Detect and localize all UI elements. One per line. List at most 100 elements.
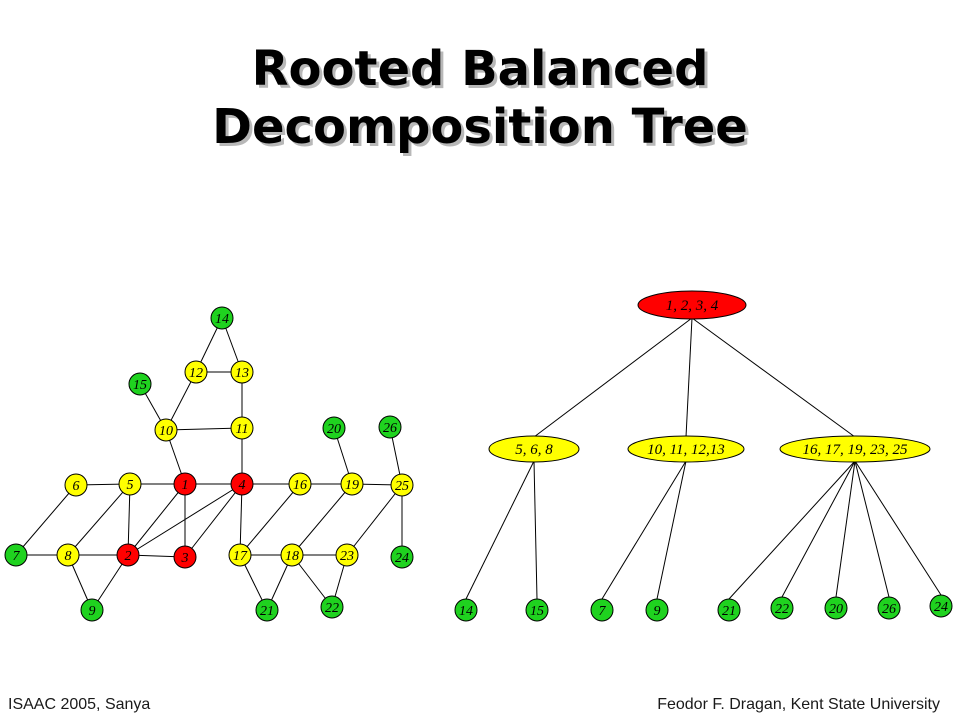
tree-leaf-label: 21 <box>722 604 736 619</box>
graph-node-circle <box>80 598 104 622</box>
graph-edge-4-3 <box>184 483 243 558</box>
tree-leaf-14: 14 <box>454 598 478 622</box>
tree-leaf-label: 24 <box>934 600 948 615</box>
tree-child-ellipse <box>627 435 745 463</box>
tree-edge-2-22 <box>781 460 856 598</box>
graph-node-label: 14 <box>215 312 229 327</box>
graph-node-label: 4 <box>239 478 246 493</box>
graph-node-label: 13 <box>235 366 249 381</box>
graph-node-label: 23 <box>340 549 354 564</box>
graph-node-circle <box>173 472 197 496</box>
tree-leaf-circle <box>590 598 614 622</box>
tree-leaf-label: 20 <box>829 602 843 617</box>
graph-node-label: 20 <box>327 422 341 437</box>
graph-node-18: 18 <box>280 543 304 567</box>
slide-title: Rooted Balanced Decomposition Tree <box>0 40 960 156</box>
tree-leaf-26: 26 <box>877 596 901 620</box>
graph-node-circle <box>64 473 88 497</box>
graph-node-3: 3 <box>173 545 197 569</box>
tree-leaf-circle <box>645 598 669 622</box>
graph-node-label: 9 <box>89 604 96 619</box>
graph-node-label: 11 <box>236 422 249 437</box>
graph-node-1: 1 <box>173 472 197 496</box>
graph-node-label: 8 <box>65 549 72 564</box>
graph-node-circle <box>228 543 252 567</box>
graph-node-19: 19 <box>340 472 364 496</box>
graph-node-label: 3 <box>181 551 189 566</box>
graph-node-circle <box>230 472 254 496</box>
graph-node-22: 22 <box>320 595 344 619</box>
graph-node-label: 19 <box>345 478 359 493</box>
graph-node-label: 7 <box>13 549 21 564</box>
graph-node-circle <box>210 306 234 330</box>
tree-edge-root-child-1 <box>685 317 693 438</box>
graph-node-16: 16 <box>288 472 312 496</box>
tree-leaf-20: 20 <box>824 596 848 620</box>
tree-edge-0-15 <box>533 460 538 600</box>
graph-node-label: 22 <box>325 601 339 616</box>
graph-node-circle <box>288 472 312 496</box>
graph-node-21: 21 <box>255 598 279 622</box>
tree-edge-2-20 <box>835 460 856 598</box>
graph-node-circle <box>280 543 304 567</box>
graph-node-circle <box>320 595 344 619</box>
graph-node-circle <box>230 416 254 440</box>
tree-edge-root-child-0 <box>533 317 693 438</box>
graph-node-circle <box>173 545 197 569</box>
tree-leaf-label: 26 <box>882 602 896 617</box>
graph-edge-10-11 <box>165 427 243 431</box>
tree-leaf-label: 14 <box>459 604 473 619</box>
footer-conference: ISAAC 2005, Sanya <box>8 696 151 713</box>
tree-leaf-label: 15 <box>530 604 544 619</box>
graph-node-8: 8 <box>56 543 80 567</box>
tree-child-node-0: 5, 6, 8 <box>488 435 580 463</box>
graph-node-circle <box>390 545 414 569</box>
tree-leaf-7: 7 <box>590 598 614 622</box>
tree-leaf-circle <box>824 596 848 620</box>
tree-leaf-label: 9 <box>654 604 661 619</box>
tree-child-label: 5, 6, 8 <box>515 442 553 458</box>
graph-node-20: 20 <box>322 416 346 440</box>
graph-edge-1-2 <box>127 483 186 556</box>
tree-leaf-15: 15 <box>525 598 549 622</box>
graph-node-26: 26 <box>378 415 402 439</box>
tree-leaf-21: 21 <box>717 598 741 622</box>
graph-node-label: 15 <box>133 378 147 393</box>
graph-node-circle <box>322 416 346 440</box>
tree-root-ellipse <box>637 290 747 320</box>
tree-edge-2-26 <box>854 460 890 598</box>
tree-edge-1-7 <box>601 460 687 600</box>
graph-node-label: 26 <box>383 421 397 436</box>
graph-node-11: 11 <box>230 416 254 440</box>
title-line-2: Decomposition Tree <box>212 99 748 155</box>
tree-root-label: 1, 2, 3, 4 <box>666 298 719 314</box>
graph-node-circle <box>335 543 359 567</box>
graph-node-13: 13 <box>230 360 254 384</box>
graph-node-label: 16 <box>293 478 307 493</box>
graph-node-9: 9 <box>80 598 104 622</box>
graph-node-circle <box>154 418 178 442</box>
footer-author: Feodor F. Dragan, Kent State University <box>657 696 940 713</box>
graph-node-label: 17 <box>233 549 248 564</box>
graph-node-circle <box>128 372 152 396</box>
graph-node-label: 1 <box>182 478 189 493</box>
graph-node-label: 2 <box>125 549 132 564</box>
graph-node-14: 14 <box>210 306 234 330</box>
graph-node-2: 2 <box>116 543 140 567</box>
graph-node-label: 6 <box>73 479 80 494</box>
tree-edge-root-child-2 <box>691 317 856 438</box>
tree-edge-2-21 <box>728 460 856 600</box>
graph-node-circle <box>184 360 208 384</box>
graph-edge-4-2 <box>127 483 243 556</box>
graph-node-25: 25 <box>390 473 414 497</box>
tree-leaf-label: 22 <box>775 602 789 617</box>
graph-node-circle <box>340 472 364 496</box>
tree-child-ellipse <box>488 435 580 463</box>
graph-node-15: 15 <box>128 372 152 396</box>
graph-node-circle <box>390 473 414 497</box>
graph-node-23: 23 <box>335 543 359 567</box>
tree-leaf-circle <box>770 596 794 620</box>
graph-edge-5-2 <box>127 483 131 556</box>
